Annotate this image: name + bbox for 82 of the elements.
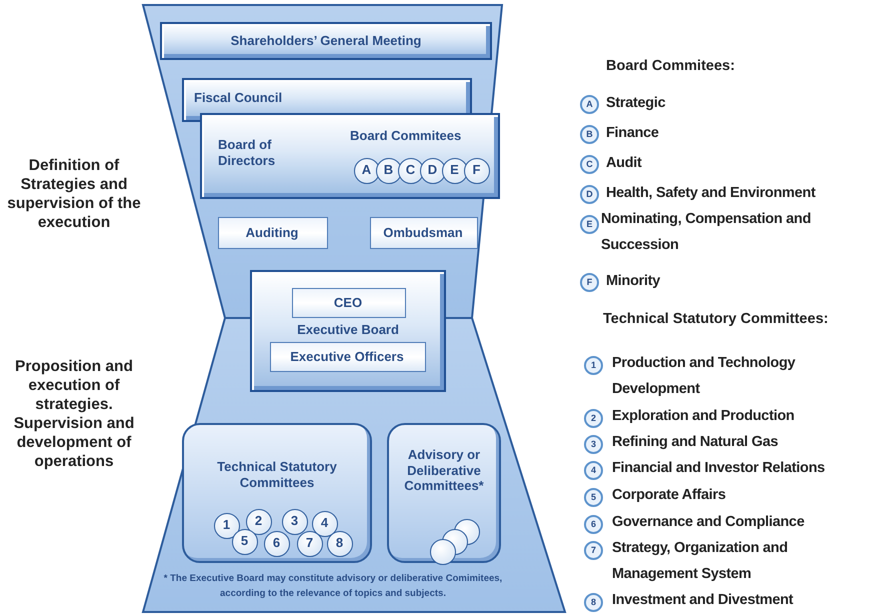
side-caption: Definition of Strategies and supervision of the execution	[6, 157, 142, 233]
committee-circle	[420, 158, 446, 184]
list-item: Refining and Natural Gas	[612, 433, 780, 452]
list-item: Finance	[606, 124, 660, 143]
list-badge: 6	[584, 515, 603, 534]
committee-circle	[376, 158, 402, 184]
circle-letter: 3	[290, 514, 300, 528]
box-title: Executive Board	[296, 322, 400, 338]
footnote: * The Executive Board may constitute advisory or deliberative Comimitees, according to the relevance of topics and subjects.	[162, 572, 504, 601]
unit-box	[370, 217, 478, 249]
role-box	[292, 288, 406, 318]
box-heading: Board Commitees	[350, 128, 462, 144]
list-badge: F	[580, 273, 599, 292]
circle-letter: 6	[272, 536, 282, 550]
side-caption: Proposition and execution of strategies. Supervision and development of operations	[12, 358, 136, 472]
list-item: Minority	[606, 272, 661, 291]
box-title: Board of Directors	[218, 137, 276, 168]
list-badge: 3	[584, 435, 603, 454]
box-title: Shareholders’ General Meeting	[230, 33, 422, 49]
meeting-box	[160, 22, 492, 60]
box-title: CEO	[332, 295, 364, 311]
committee-circle	[327, 531, 353, 557]
circle-letter: A	[360, 163, 372, 177]
circle-letter: 1	[222, 518, 232, 532]
list-badge: B	[580, 125, 599, 144]
list-badge: C	[580, 155, 599, 174]
list-item: Strategic	[606, 94, 666, 113]
box-title: Executive Officers	[289, 349, 405, 365]
committee-circle	[297, 531, 323, 557]
circle-letter: 7	[304, 536, 314, 550]
committee-circle	[214, 513, 240, 539]
committee-circle	[398, 158, 424, 184]
committee-circle	[312, 511, 338, 537]
executive-board-box	[250, 270, 446, 392]
committee-circle	[232, 529, 258, 555]
list-badge: 8	[584, 593, 603, 612]
circle-letter: E	[449, 163, 460, 177]
role-box	[270, 342, 426, 372]
box-title: Ombudsman	[382, 225, 464, 241]
committee-panel	[387, 423, 501, 563]
circle-letter: 4	[320, 516, 330, 530]
circle-letter: F	[472, 163, 482, 177]
box-title: Auditing	[244, 225, 300, 241]
circle-letter: D	[426, 163, 438, 177]
committee-circle	[442, 158, 468, 184]
list-item: Nominating, Compensation and Succession	[601, 210, 812, 255]
list-heading: Board Commitees:	[606, 58, 736, 76]
list-badge: 5	[584, 488, 603, 507]
list-item: Audit	[606, 154, 643, 173]
circle-letter: B	[382, 163, 394, 177]
list-badge: E	[580, 215, 599, 234]
committee-circle	[246, 509, 272, 535]
committee-circle	[264, 531, 290, 557]
board-box	[200, 113, 500, 199]
list-badge: 1	[584, 356, 603, 375]
list-badge: 4	[584, 461, 603, 480]
list-item: Corporate Affairs	[612, 486, 727, 505]
circle-letter: 2	[254, 514, 264, 528]
list-item: Financial and Investor Relations	[612, 459, 826, 478]
committee-circle	[464, 158, 490, 184]
list-badge: A	[580, 95, 599, 114]
list-item: Investment and Divestment	[612, 591, 794, 610]
list-item: Strategy, Organization and Management System	[612, 539, 789, 584]
committee-panel	[182, 423, 372, 563]
box-title: Advisory or Deliberative Committees*	[403, 447, 485, 494]
circle-letter: 5	[240, 534, 250, 548]
list-item: Health, Safety and Environment	[606, 184, 816, 203]
list-item: Governance and Compliance	[612, 513, 806, 532]
circle-shape	[430, 539, 456, 565]
list-item: Production and Technology Development	[612, 354, 796, 399]
list-badge: 7	[584, 541, 603, 560]
committee-circle	[282, 509, 308, 535]
list-item: Exploration and Production	[612, 407, 796, 426]
box-title: Technical Statutory Committees	[216, 459, 338, 490]
circle-letter: 8	[334, 536, 344, 550]
circle-letter: C	[404, 163, 416, 177]
unit-box	[218, 217, 328, 249]
list-badge: D	[580, 185, 599, 204]
list-heading: Technical Statutory Committees:	[603, 311, 830, 329]
committee-circle	[354, 158, 380, 184]
box-title: Fiscal Council	[194, 90, 282, 106]
list-badge: 2	[584, 409, 603, 428]
